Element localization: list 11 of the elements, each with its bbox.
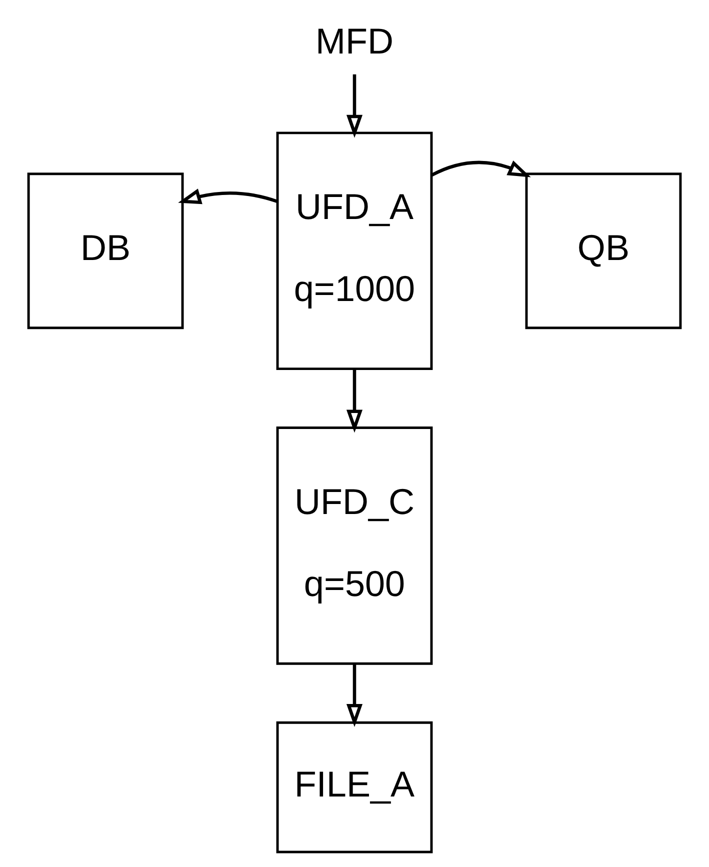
node-box: FILE_A	[276, 721, 433, 854]
node-text: MFD	[315, 20, 394, 62]
node-box: QB	[525, 172, 682, 330]
node-box: UFD_C q=500	[276, 426, 433, 665]
arrow	[346, 369, 363, 433]
arrow	[178, 188, 278, 204]
arrow	[346, 74, 363, 138]
node-box: UFD_A q=1000	[276, 132, 433, 370]
arrow	[431, 160, 531, 178]
node-box: DB	[27, 172, 184, 330]
arrow	[346, 664, 363, 727]
